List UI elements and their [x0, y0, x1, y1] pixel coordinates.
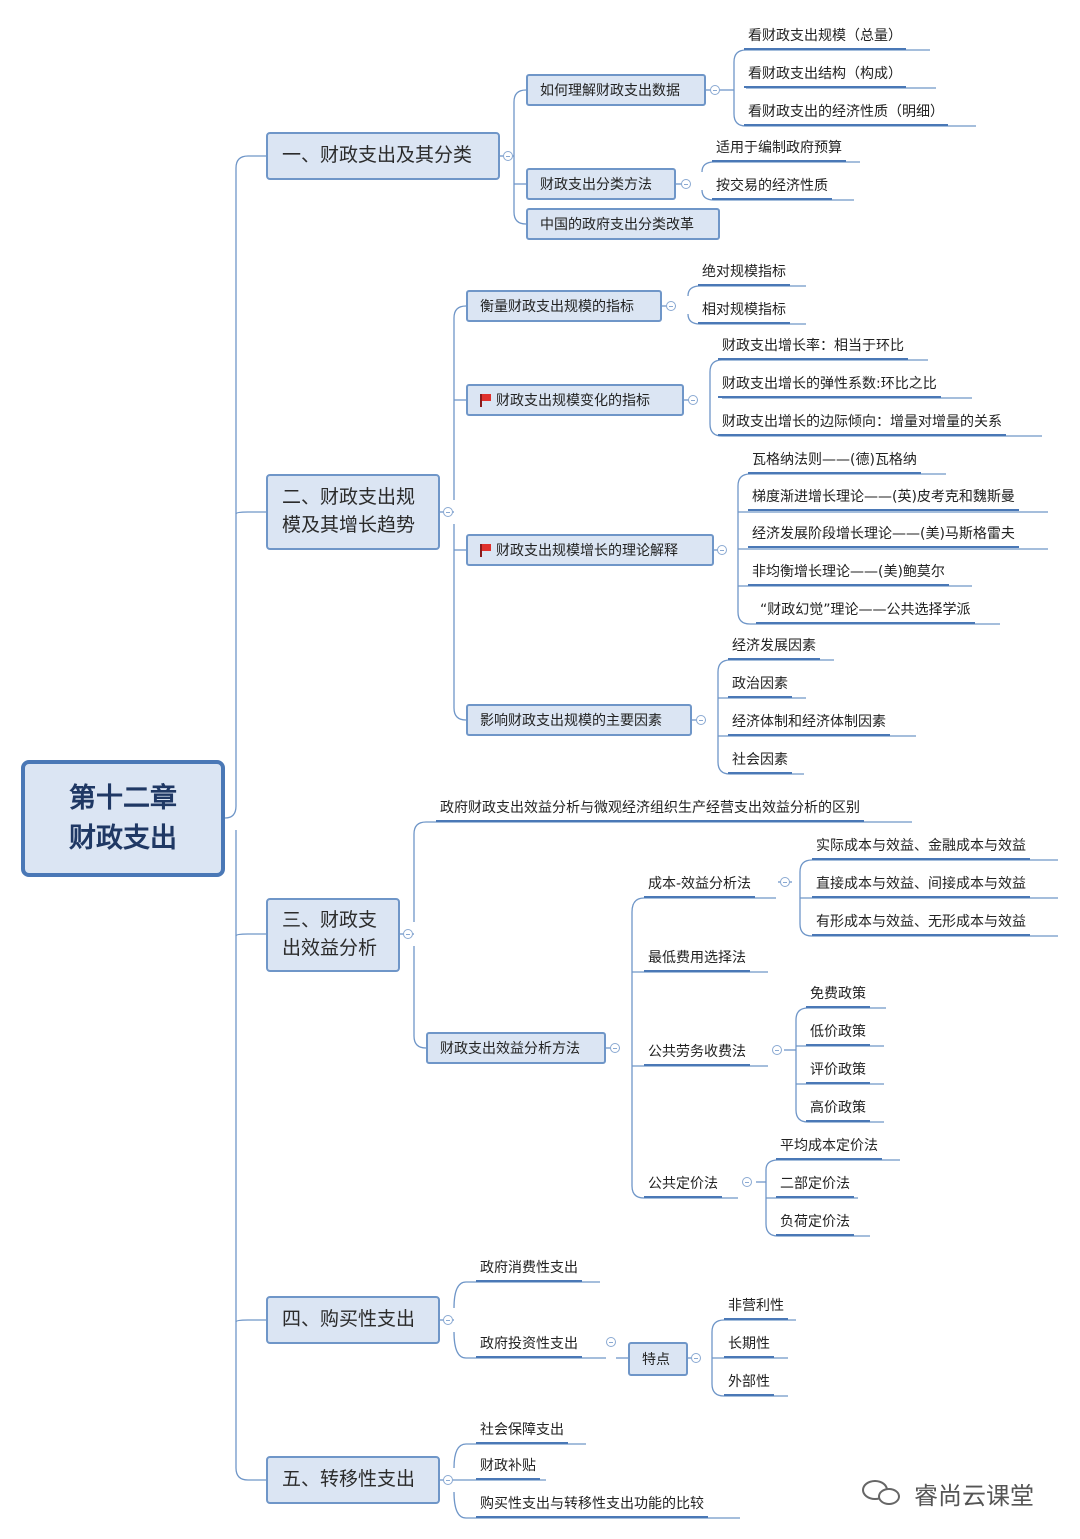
flag-icon — [480, 543, 491, 557]
collapse-icon[interactable] — [691, 1353, 701, 1363]
leaf: 瓦格纳法则——(德)瓦格纳 — [748, 450, 921, 474]
method-node[interactable]: 公共劳务收费法 — [644, 1042, 750, 1066]
leaf: 实际成本与效益、金融成本与效益 — [812, 836, 1030, 860]
collapse-icon[interactable] — [503, 151, 513, 161]
section-2-node[interactable]: 二、财政支出规 模及其增长趋势 — [266, 474, 440, 550]
collapse-icon[interactable] — [742, 1177, 752, 1187]
section-2-title-line1: 二、财政支出规 — [282, 486, 416, 509]
leaf: 平均成本定价法 — [776, 1136, 882, 1160]
collapse-icon[interactable] — [666, 301, 676, 311]
collapse-icon[interactable] — [443, 1315, 453, 1325]
leaf: 二部定价法 — [776, 1174, 854, 1198]
s1-b-node[interactable]: 财政支出分类方法 — [526, 168, 676, 200]
leaf[interactable]: 政府投资性支出 — [476, 1334, 582, 1358]
leaf: 低价政策 — [806, 1022, 870, 1046]
leaf: 财政支出增长的边际倾向：增量对增量的关系 — [718, 412, 1006, 436]
s1-c-node[interactable]: 中国的政府支出分类改革 — [526, 208, 720, 240]
section-5-title: 五、转移性支出 — [282, 1468, 416, 1491]
wechat-icon — [862, 1478, 906, 1508]
section-1-node[interactable]: 一、财政支出及其分类 — [266, 132, 500, 180]
leaf: 财政支出增长率：相当于环比 — [718, 336, 908, 360]
watermark: 睿尚云课堂 — [862, 1476, 1034, 1510]
leaf: 评价政策 — [806, 1060, 870, 1084]
leaf: 适用于编制政府预算 — [712, 138, 846, 162]
s4-feat-node[interactable]: 特点 — [628, 1342, 688, 1376]
s2-a-label: 衡量财政支出规模的指标 — [480, 299, 634, 315]
leaf: 非均衡增长理论——(美)鲍莫尔 — [748, 562, 949, 586]
leaf: 负荷定价法 — [776, 1212, 854, 1236]
collapse-icon[interactable] — [688, 395, 698, 405]
leaf: 看财政支出规模（总量） — [744, 26, 906, 50]
leaf: 免费政策 — [806, 984, 870, 1008]
s2-c-node[interactable]: 财政支出规模增长的理论解释 — [466, 534, 714, 566]
leaf: 经济发展因素 — [728, 636, 820, 660]
s3-b-node[interactable]: 财政支出效益分析方法 — [426, 1032, 606, 1064]
s2-b-node[interactable]: 财政支出规模变化的指标 — [466, 384, 684, 416]
leaf: 政治因素 — [728, 674, 792, 698]
leaf: 财政补贴 — [476, 1456, 540, 1480]
watermark-text: 睿尚云课堂 — [914, 1481, 1034, 1510]
s2-b-label: 财政支出规模变化的指标 — [496, 393, 650, 409]
leaf: 经济体制和经济体制因素 — [728, 712, 890, 736]
method-node[interactable]: 公共定价法 — [644, 1174, 722, 1198]
s2-d-node[interactable]: 影响财政支出规模的主要因素 — [466, 704, 692, 736]
s2-d-label: 影响财政支出规模的主要因素 — [480, 713, 662, 729]
collapse-icon[interactable] — [606, 1337, 616, 1347]
leaf: 直接成本与效益、间接成本与效益 — [812, 874, 1030, 898]
leaf: 社会保障支出 — [476, 1420, 568, 1444]
s3-b-label: 财政支出效益分析方法 — [440, 1041, 580, 1057]
leaf: 非营利性 — [724, 1296, 788, 1320]
leaf: 高价政策 — [806, 1098, 870, 1122]
leaf: 看财政支出结构（构成） — [744, 64, 906, 88]
s1-c-label: 中国的政府支出分类改革 — [540, 217, 694, 233]
leaf: 有形成本与效益、无形成本与效益 — [812, 912, 1030, 936]
root-node[interactable]: 第十二章 财政支出 — [21, 760, 225, 877]
collapse-icon[interactable] — [772, 1045, 782, 1055]
collapse-icon[interactable] — [610, 1043, 620, 1053]
leaf: 经济发展阶段增长理论——(美)马斯格雷夫 — [748, 524, 1019, 548]
leaf: 长期性 — [724, 1334, 774, 1358]
leaf: “财政幻觉”理论——公共选择学派 — [756, 600, 975, 624]
section-4-title: 四、购买性支出 — [282, 1308, 416, 1331]
leaf: 梯度渐进增长理论——(英)皮考克和魏斯曼 — [748, 487, 1019, 511]
s4-feat-label: 特点 — [642, 1352, 670, 1368]
leaf: 社会因素 — [728, 750, 792, 774]
leaf: 绝对规模指标 — [698, 262, 790, 286]
leaf: 外部性 — [724, 1372, 774, 1396]
collapse-icon[interactable] — [681, 179, 691, 189]
s2-c-label: 财政支出规模增长的理论解释 — [496, 543, 678, 559]
leaf: 看财政支出的经济性质（明细） — [744, 102, 948, 126]
s1-a-label: 如何理解财政支出数据 — [540, 83, 680, 99]
root-title-line2: 财政支出 — [69, 822, 177, 854]
method-node[interactable]: 最低费用选择法 — [644, 948, 750, 972]
collapse-icon[interactable] — [780, 877, 790, 887]
root-title-line1: 第十二章 — [69, 783, 177, 815]
flag-icon — [480, 393, 491, 407]
leaf: 购买性支出与转移性支出功能的比较 — [476, 1494, 708, 1518]
section-5-node[interactable]: 五、转移性支出 — [266, 1456, 440, 1504]
leaf: 政府消费性支出 — [476, 1258, 582, 1282]
leaf: 财政支出增长的弹性系数:环比之比 — [718, 374, 941, 398]
s1-a-node[interactable]: 如何理解财政支出数据 — [526, 74, 706, 106]
leaf: 政府财政支出效益分析与微观经济组织生产经营支出效益分析的区别 — [436, 798, 864, 822]
collapse-icon[interactable] — [403, 929, 413, 939]
collapse-icon[interactable] — [443, 1475, 453, 1485]
section-2-title-line2: 模及其增长趋势 — [282, 514, 416, 536]
leaf: 相对规模指标 — [698, 300, 790, 324]
section-1-title: 一、财政支出及其分类 — [282, 144, 473, 167]
s1-b-label: 财政支出分类方法 — [540, 177, 652, 193]
collapse-icon[interactable] — [443, 507, 453, 517]
collapse-icon[interactable] — [710, 85, 720, 95]
collapse-icon[interactable] — [696, 715, 706, 725]
s2-a-node[interactable]: 衡量财政支出规模的指标 — [466, 290, 662, 322]
section-3-title-line2: 出效益分析 — [282, 937, 378, 959]
section-3-node[interactable]: 三、财政支 出效益分析 — [266, 898, 400, 972]
leaf: 按交易的经济性质 — [712, 176, 832, 200]
section-4-node[interactable]: 四、购买性支出 — [266, 1296, 440, 1344]
method-node[interactable]: 成本-效益分析法 — [644, 874, 756, 898]
section-3-title-line1: 三、财政支 — [282, 909, 378, 932]
collapse-icon[interactable] — [717, 545, 727, 555]
